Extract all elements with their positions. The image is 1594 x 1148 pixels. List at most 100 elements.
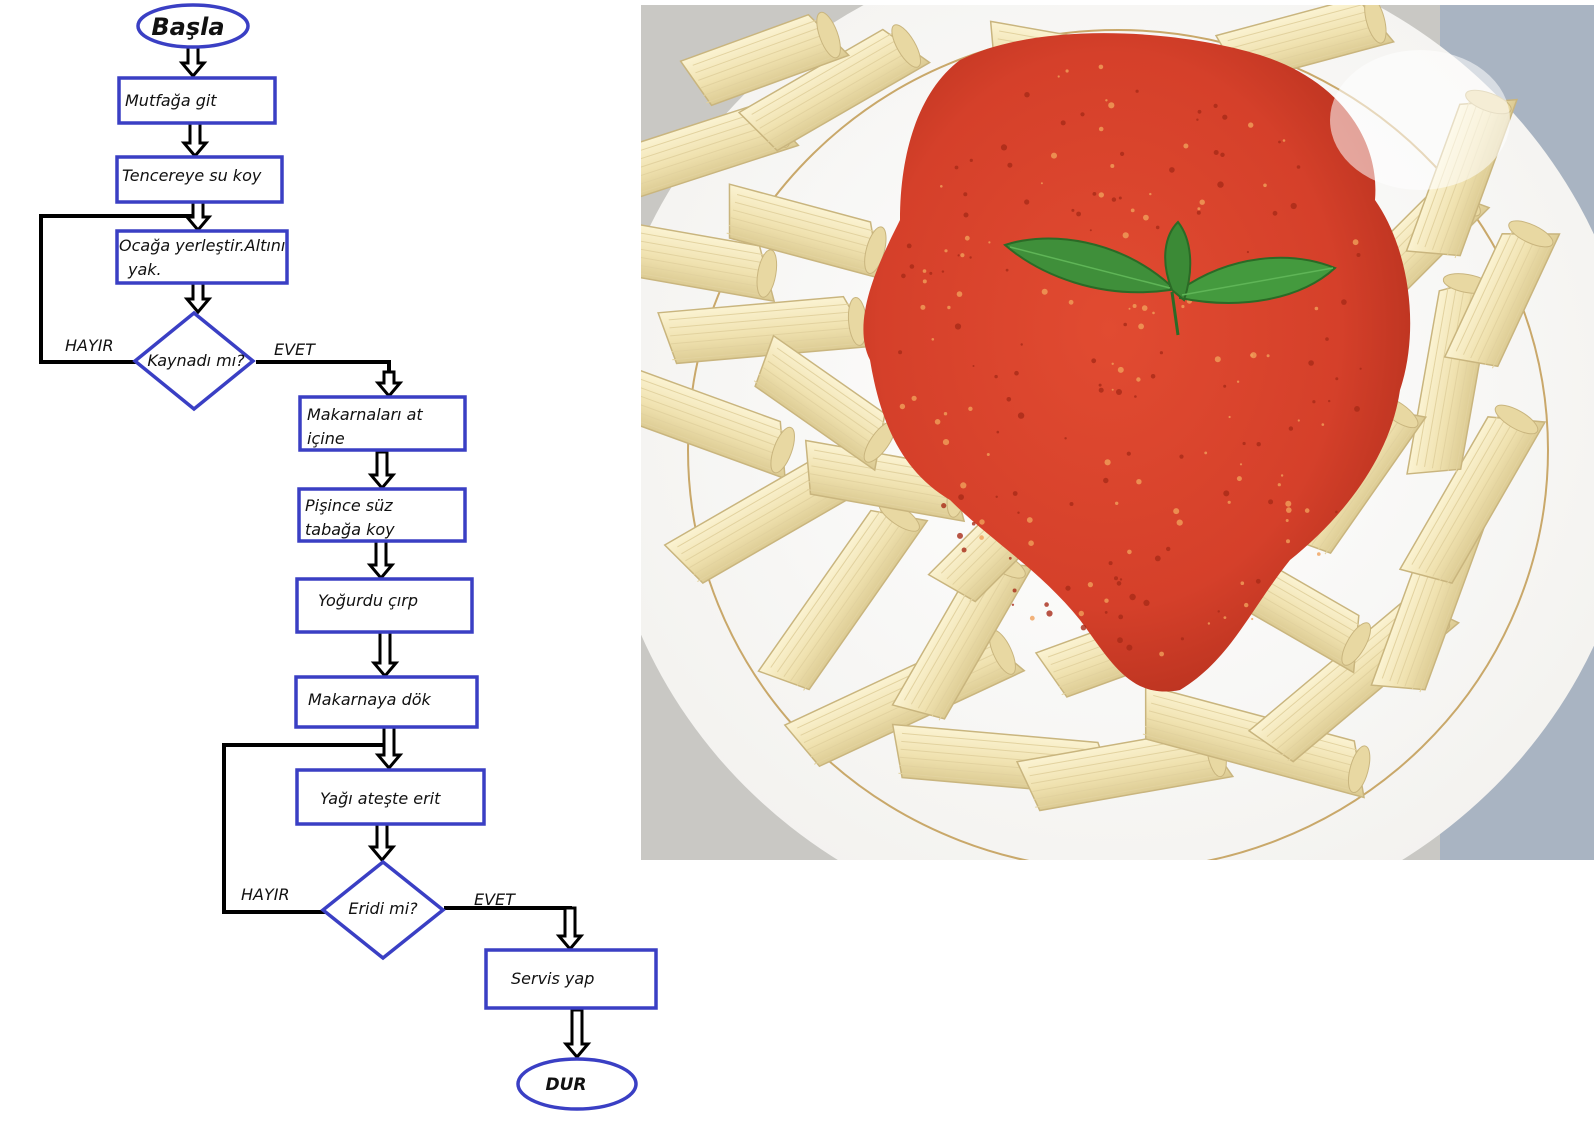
sauce-speckle (1239, 463, 1243, 466)
sauce-speckle (1288, 426, 1294, 431)
sauce-speckle (1280, 474, 1284, 477)
sauce-speckle (1325, 337, 1329, 341)
down-arrow-icon (367, 450, 397, 491)
sauce-speckle (1286, 539, 1290, 544)
sauce-speckle (1118, 614, 1124, 620)
sauce-speckle (1143, 214, 1149, 221)
sauce-speckle (1119, 578, 1123, 581)
sauce-speckle (1104, 598, 1109, 603)
sauce-speckle (1020, 343, 1023, 346)
sauce-speckle (964, 235, 970, 241)
sauce-speckle (1335, 377, 1339, 381)
sauce-speckle (1236, 380, 1240, 383)
sauce-speckle (1166, 546, 1171, 552)
sauce-speckle (1250, 352, 1257, 359)
sauce-speckle (1012, 491, 1018, 496)
sauce-speckle (1089, 229, 1092, 232)
light-glare (1330, 50, 1510, 190)
penne-piece (757, 499, 929, 691)
loop-melted-no-line (222, 743, 389, 914)
sauce-speckle (1255, 578, 1261, 584)
sauce-speckle (1126, 644, 1133, 651)
sauce-speckle (1150, 374, 1156, 379)
sauce-speckle (1197, 207, 1201, 211)
sauce-speckle (1011, 603, 1015, 606)
penne-piece (657, 295, 874, 365)
sauce-speckle (1183, 143, 1189, 149)
sauce-speckle (969, 256, 972, 259)
sauce-speckle (994, 374, 998, 379)
sauce-speckle (1297, 419, 1300, 422)
melted-no-label: HAYIR (241, 885, 290, 904)
sauce-speckle (941, 503, 947, 509)
sauce-speckle (1092, 192, 1097, 196)
sauce-speckle (1223, 616, 1227, 619)
sauce-speckle (1108, 102, 1115, 109)
sauce-speckle (1138, 323, 1144, 330)
step-add-pasta: Makarnaları at içine (298, 395, 467, 452)
sauce-speckle (1128, 307, 1131, 310)
sauce-speckle (1098, 383, 1102, 387)
sauce-speckle (1246, 250, 1249, 254)
sauce-speckle (1196, 118, 1199, 121)
boiled-no-label: HAYIR (65, 336, 114, 355)
sauce-speckle (1110, 164, 1115, 168)
sauce-speckle (988, 241, 991, 244)
sauce-speckle (1278, 140, 1281, 144)
sauce-speckle (1136, 377, 1141, 382)
down-arrow-icon (555, 906, 585, 952)
sauce-speckle (1263, 183, 1267, 188)
sauce-speckle (1098, 192, 1105, 198)
sauce-speckle (1065, 69, 1069, 73)
penne-piece (726, 183, 887, 280)
sauce-speckle (1169, 167, 1175, 173)
sauce-speckle (1266, 354, 1270, 358)
sauce-speckle (1285, 500, 1292, 507)
sauce-speckle (941, 270, 945, 273)
sauce-speckle (934, 419, 941, 425)
sauce-speckle (979, 519, 985, 525)
sauce-speckle (957, 532, 963, 539)
sauce-speckle (1111, 388, 1114, 391)
sauce-speckle (963, 212, 969, 218)
step-pour-on-pasta-label: Makarnaya dök (308, 690, 432, 709)
sauce-speckle (960, 482, 967, 489)
sauce-speckle (1308, 360, 1314, 366)
sauce-speckle (996, 430, 1000, 434)
sauce-speckle (969, 158, 973, 162)
sauce-speckle (1026, 517, 1033, 523)
sauce-speckle (1115, 501, 1119, 505)
end-terminator: DUR (516, 1057, 638, 1111)
sauce-speckle (972, 365, 975, 367)
sauce-speckle (1240, 581, 1245, 585)
sauce-speckle (986, 453, 990, 456)
sauce-speckle (1127, 549, 1132, 555)
sauce-speckle (1213, 103, 1218, 108)
step-whisk-yogurt: Yoğurdu çırp (295, 577, 474, 634)
sauce-speckle (954, 323, 962, 330)
sauce-speckle (1159, 351, 1163, 355)
step-melt-butter-label: Yağı ateşte erit (320, 789, 441, 808)
sauce-speckle (1118, 196, 1122, 200)
step-whisk-yogurt-label: Yoğurdu çırp (318, 591, 418, 610)
sauce-speckle (1091, 358, 1097, 364)
sauce-speckle (1341, 299, 1347, 305)
sauce-speckle (1268, 499, 1274, 505)
sauce-speckle (1069, 502, 1074, 506)
loop-boiled-no-line (39, 214, 198, 364)
sauce-speckle (1204, 451, 1208, 455)
melted-yes-line (444, 906, 572, 915)
down-arrow-icon (183, 281, 213, 315)
sauce-speckle (1155, 225, 1160, 230)
step-place-stove-line1: Ocağa yerleştir.Altını (119, 236, 285, 255)
sauce-speckle (1236, 476, 1242, 482)
step-go-kitchen-label: Mutfağa git (125, 91, 217, 110)
sauce-speckle (1217, 181, 1224, 188)
sauce-speckle (1304, 508, 1310, 513)
decision-boiled-label: Kaynadı mı? (147, 351, 245, 370)
step-drain: Pişince süz tabağa koy (297, 487, 467, 543)
sauce-speckle (1143, 599, 1150, 607)
sauce-speckle (1176, 519, 1183, 526)
down-arrow-icon (374, 725, 404, 771)
sauce-speckle (1197, 109, 1202, 114)
